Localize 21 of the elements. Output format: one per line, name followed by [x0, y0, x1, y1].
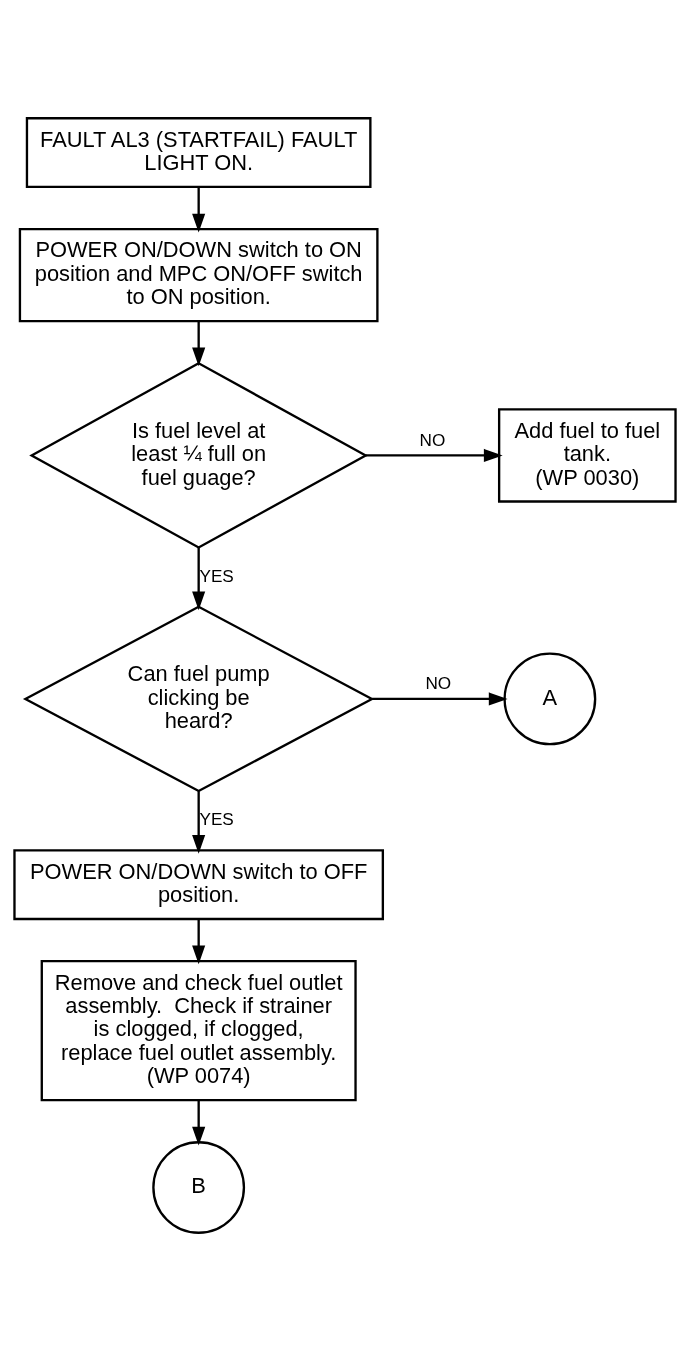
arrow [192, 547, 206, 611]
arrow [192, 791, 206, 854]
edge-label: NO [419, 429, 446, 450]
edge-label: YES [199, 809, 234, 830]
arrow [192, 321, 206, 367]
node-circle: B [152, 1141, 246, 1234]
node-box: POWER ON/DOWN switch to ON position and MPC ON/OFF switch to ON position. [18, 227, 379, 323]
node-box: POWER ON/DOWN switch to OFF position. [13, 849, 385, 921]
arrow [365, 448, 503, 462]
node-diamond: Is fuel level at least ¼ full on fuel guage? [29, 361, 369, 549]
arrow [372, 692, 508, 706]
arrow [192, 1100, 206, 1146]
arrow [192, 919, 206, 965]
node-box: Add fuel to fuel tank. (WP 0030) [497, 408, 677, 503]
node-box: Remove and check fuel outlet assembly. Check if strainer is clogged, if clogged, replace fuel outlet assembly. (WP 0074) [40, 960, 357, 1102]
edge-label: NO [425, 673, 452, 694]
node-box: FAULT AL3 (STARTFAIL) FAULT LIGHT ON. [25, 117, 372, 189]
node-circle: A [503, 652, 597, 746]
edge-label: YES [199, 565, 234, 586]
node-diamond: Can fuel pump clicking be heard? [22, 605, 375, 793]
arrow [192, 187, 206, 233]
